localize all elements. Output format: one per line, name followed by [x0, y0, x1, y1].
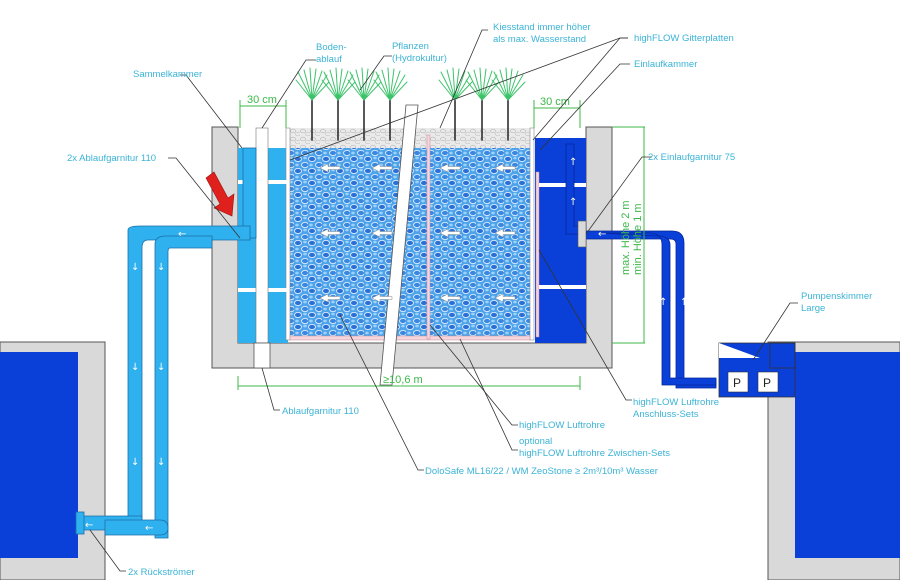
label-ablaufgarnitur: Ablaufgarnitur 110: [282, 406, 359, 417]
red-arrow-icon: [205, 171, 235, 217]
label-zwischen-2: highFLOW Luftrohre Zwischen-Sets: [519, 448, 670, 459]
label-anschluss-1: highFLOW Luftrohre: [633, 397, 719, 408]
air-pipe-connection: [535, 171, 540, 338]
flow-down-arrow-icon: ↓: [131, 362, 139, 373]
crossbar: [539, 285, 586, 289]
label-dolosafe: DoloSafe ML16/22 / WM ZeoStone ≥ 2m³/10m…: [425, 466, 658, 477]
label-einlaufgarnitur: 2x Einlaufgarnitur 75: [648, 152, 735, 163]
left-pond-water: [0, 352, 78, 558]
plant-icon: [373, 67, 408, 141]
label-kiesstand-1: Kiesstand immer höher: [493, 22, 591, 33]
label-sammelkammer: Sammelkammer: [133, 69, 202, 80]
label-zwischen-1: optional: [519, 436, 552, 447]
grid-plate-left: [285, 127, 291, 341]
outlet-pipe-2: [154, 235, 213, 539]
inlet-pipes: ↑ ↑ ← ↑ ↑: [569, 157, 717, 389]
pump-skimmer: P P: [718, 342, 796, 398]
label-luftrohre: highFLOW Luftrohre: [519, 420, 605, 431]
return-pipe-2: [104, 519, 169, 536]
flow-down-arrow-icon: ↓: [157, 362, 165, 373]
skimmer-flap: [769, 342, 796, 369]
return-fitting: [75, 511, 85, 535]
plants: [295, 67, 526, 141]
inlet-fitting: [577, 220, 587, 248]
inlet-pipe-1: [585, 230, 717, 389]
flow-left-arrow-icon: ←: [145, 523, 153, 534]
flow-arrows: [319, 163, 516, 303]
label-kiesstand-2: als max. Wasserstand: [493, 34, 586, 45]
flow-down-arrow-icon: ↓: [131, 457, 139, 468]
pump-label: P: [763, 376, 771, 390]
leader-lines: [89, 29, 798, 572]
label-pflanzen-1: Pflanzen: [392, 41, 429, 52]
plant-icon: [491, 67, 526, 141]
plant-icon: [295, 67, 330, 141]
min-height: min. Höhe 1 m: [632, 203, 644, 275]
left-chamber-width: 30 cm: [247, 94, 277, 106]
pump-box: [727, 371, 749, 393]
label-bodenablauf-1: Boden-: [316, 42, 347, 53]
flow-up-arrow-icon: ↑: [569, 197, 577, 208]
outlet-pipe-1: [127, 225, 251, 531]
flow-up-arrow-icon: ↑: [569, 157, 577, 168]
flow-down-arrow-icon: ↓: [131, 262, 139, 273]
plant-icon: [321, 67, 356, 141]
flow-left-arrow-icon: ←: [178, 229, 186, 240]
outlet-standpipe: [242, 147, 257, 239]
label-pumpenskimmer-1: Pumpenskimmer: [801, 291, 872, 302]
left-pond: [0, 341, 106, 580]
label-gitterplatten: highFLOW Gitterplatten: [634, 33, 734, 44]
section-break: [379, 104, 419, 386]
inlet-chamber-water: [535, 138, 586, 343]
filter-basin: [211, 104, 613, 386]
flow-down-arrow-icon: ↓: [157, 457, 165, 468]
label-rueckstroemer: 2x Rückströmer: [128, 567, 195, 578]
bottom-drain-pipe: [255, 127, 269, 344]
bottom-drain-outlet: [253, 342, 271, 369]
grid-plate-right: [529, 127, 535, 341]
label-pflanzen-2: (Hydrokultur): [392, 53, 447, 64]
pump-box: [757, 371, 779, 393]
label-anschluss-2: Anschluss-Sets: [633, 409, 699, 420]
dimensions: 30 cm 30 cm ≥10,6 m max. Höhe 2 m min. H…: [237, 94, 645, 390]
outlet-pipes: ↓ ↓ ↓ ↓ ↓ ↓ ← ← ←: [75, 225, 251, 539]
basin-length: ≥10,6 m: [383, 374, 423, 386]
max-height: max. Höhe 2 m: [620, 200, 632, 275]
flow-down-arrow-icon: ↓: [157, 262, 165, 273]
label-ablaufgarnitur-2x: 2x Ablaufgarnitur 110: [67, 153, 156, 164]
label-einlaufkammer: Einlaufkammer: [634, 59, 697, 70]
plant-icon: [347, 67, 382, 141]
air-pipe-bottom: [289, 335, 531, 341]
flow-up-arrow-icon: ↑: [680, 297, 688, 308]
plant-icon: [438, 67, 473, 141]
pump-label: P: [733, 376, 741, 390]
label-pumpenskimmer-2: Large: [801, 303, 825, 314]
crossbar: [539, 183, 586, 187]
skimmer-inlet-slope: [719, 343, 760, 358]
flow-up-arrow-icon: ↑: [659, 297, 667, 308]
plant-icon: [465, 67, 500, 141]
labels: Sammelkammer Boden- ablauf Pflanzen (Hyd…: [67, 22, 872, 578]
label-bodenablauf-2: ablauf: [316, 54, 342, 65]
right-pond: [767, 341, 900, 580]
inlet-pipe-2: [599, 232, 717, 386]
air-pipe-intermediate: [426, 134, 431, 340]
flow-left-arrow-icon: ←: [598, 229, 606, 240]
flow-left-arrow-icon: ←: [85, 520, 93, 531]
right-pond-water: [795, 352, 900, 558]
